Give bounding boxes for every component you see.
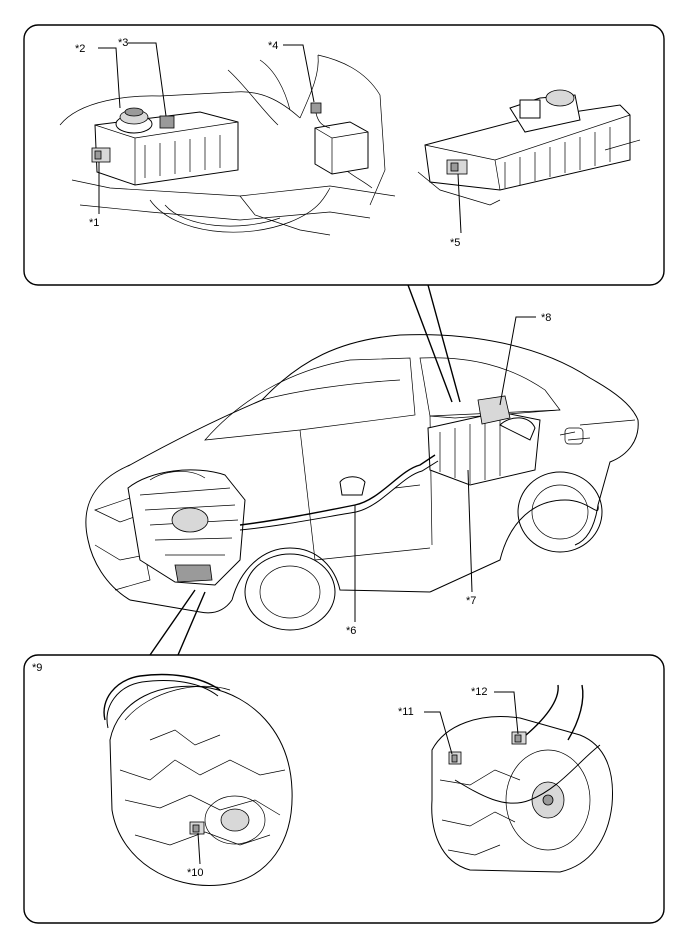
hybrid-battery-illustration [427, 395, 541, 486]
callout-10: *10 [187, 867, 204, 879]
vehicle-illustration [85, 334, 639, 631]
top-detail-panel: *2 *3 *4 *1 *5 [23, 24, 665, 286]
transaxle-left-illustration [103, 673, 293, 887]
callout-4: *4 [268, 40, 278, 52]
battery-trunk-view-illustration [59, 54, 396, 236]
engine-illustration [127, 469, 246, 586]
callout-1: *1 [89, 217, 99, 229]
callout-11: *11 [398, 706, 414, 718]
callout-8: *8 [541, 312, 551, 324]
transaxle-right-illustration [431, 684, 614, 873]
bottom-detail-panel: *9 [23, 654, 665, 924]
callout-12: *12 [471, 686, 488, 698]
battery-assembly-view-illustration [417, 89, 641, 206]
detail-pointer-top [407, 284, 461, 403]
callout-3: *3 [118, 37, 128, 49]
callout-7: *7 [466, 595, 476, 607]
callout-2: *2 [75, 43, 85, 55]
detail-pointer-bottom [149, 589, 206, 656]
callout-9: *9 [32, 662, 42, 674]
callout-6: *6 [346, 625, 356, 637]
callout-5: *5 [450, 237, 460, 249]
